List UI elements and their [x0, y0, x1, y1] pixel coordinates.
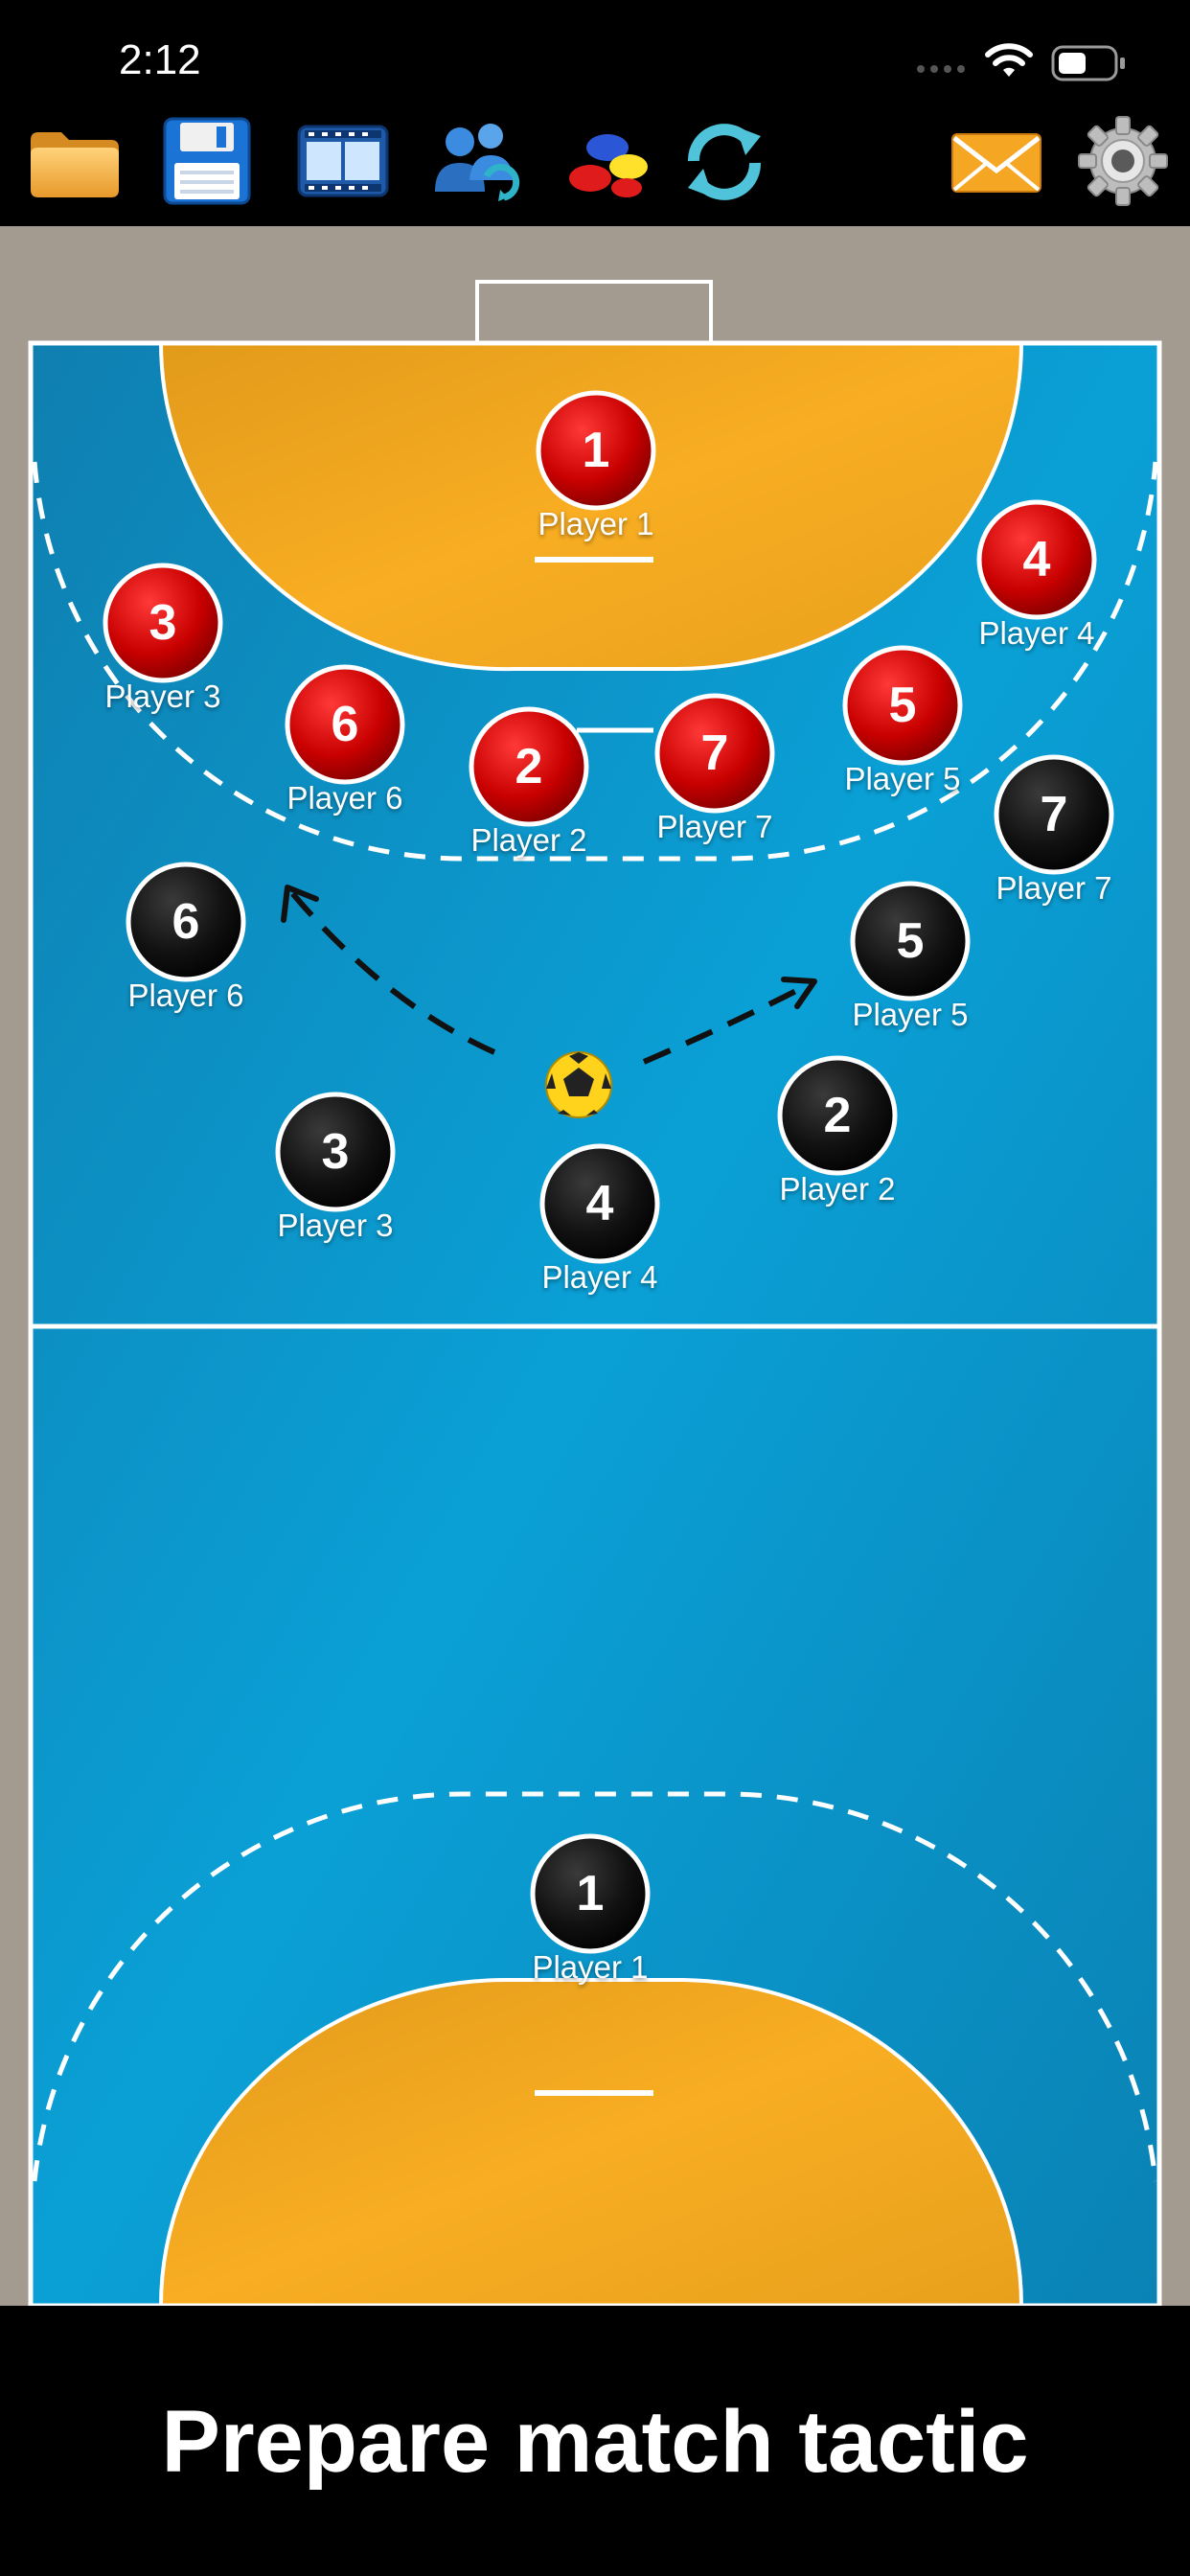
players-button[interactable] — [427, 113, 523, 209]
black_team-player-token[interactable] — [275, 1092, 396, 1212]
red_team-player-token[interactable] — [103, 563, 223, 683]
black_team-player-token[interactable] — [850, 881, 971, 1001]
red_team-player-token[interactable] — [285, 664, 405, 785]
red_team-player-number: 6 — [331, 697, 359, 752]
red_team-player-number: 2 — [515, 739, 543, 794]
save-button[interactable] — [159, 113, 255, 209]
red_team-player-token[interactable] — [469, 706, 589, 827]
black_team-player-label: Player 5 — [852, 997, 969, 1032]
red_team-player-label: Player 2 — [470, 822, 587, 858]
black_team-player-label: Player 1 — [532, 1949, 649, 1985]
black_team-player-label: Player 3 — [277, 1208, 394, 1243]
red_team-player-token[interactable] — [842, 645, 963, 766]
footer-caption: Prepare match tactic — [161, 2393, 1029, 2491]
floppy-disk-icon — [163, 117, 251, 205]
footer-banner: Prepare match tactic — [0, 2306, 1190, 2576]
red_team-player-token[interactable] — [654, 693, 775, 814]
settings-button[interactable] — [1075, 113, 1171, 209]
cellular-signal-icon — [917, 65, 965, 73]
red_team-player-token[interactable] — [536, 390, 656, 511]
toolbar — [0, 113, 1190, 226]
gear-icon — [1078, 116, 1168, 206]
red_team-player-number: 4 — [1022, 532, 1051, 587]
black_team-player-label: Player 4 — [541, 1259, 658, 1295]
equipment-button[interactable] — [560, 113, 655, 209]
black_team-player-number: 2 — [823, 1088, 852, 1143]
black_team-player-label: Player 7 — [995, 870, 1112, 906]
black_team-player-label: Player 6 — [127, 978, 244, 1013]
wifi-icon — [985, 43, 1033, 77]
envelope-icon — [951, 133, 1041, 193]
black_team-player-number: 7 — [1040, 787, 1068, 842]
red_team-player-label: Player 5 — [844, 761, 961, 796]
animation-button[interactable] — [295, 113, 391, 209]
film-strip-icon — [297, 125, 389, 197]
flip-button[interactable] — [676, 113, 772, 209]
court-drawing — [0, 226, 1190, 2306]
black_team-player-number: 1 — [576, 1866, 605, 1921]
black_team-player-token[interactable] — [126, 862, 246, 982]
people-icon — [435, 124, 520, 201]
email-button[interactable] — [949, 113, 1044, 209]
black_team-player-number: 5 — [896, 913, 925, 969]
red_team-player-token[interactable] — [976, 499, 1097, 620]
open-folder-button[interactable] — [27, 113, 123, 209]
red_team-player-label: Player 1 — [538, 506, 654, 541]
black_team-player-number: 6 — [172, 894, 200, 950]
soccer-ball-icon[interactable] — [545, 1051, 612, 1118]
red_team-player-label: Player 3 — [104, 678, 221, 714]
red_team-player-number: 1 — [582, 423, 610, 478]
status-time: 2:12 — [119, 36, 201, 83]
black_team-player-token[interactable] — [530, 1833, 651, 1954]
battery-icon — [1051, 45, 1125, 81]
status-bar: 2:12 — [0, 0, 1190, 113]
red_team-player-label: Player 6 — [286, 780, 403, 816]
red_team-player-label: Player 7 — [656, 809, 773, 844]
black_team-player-label: Player 2 — [779, 1171, 896, 1207]
red_team-player-number: 3 — [149, 595, 177, 651]
red_team-player-label: Player 4 — [978, 615, 1095, 651]
refresh-arrows-icon — [687, 124, 762, 200]
black_team-player-number: 4 — [585, 1176, 614, 1231]
black_team-player-token[interactable] — [539, 1143, 660, 1264]
folder-icon — [31, 132, 119, 197]
red_team-player-number: 5 — [888, 678, 917, 733]
cones-icon — [569, 134, 648, 197]
black_team-player-token[interactable] — [994, 754, 1114, 875]
black_team-player-number: 3 — [321, 1124, 350, 1180]
red_team-player-number: 7 — [700, 725, 729, 781]
black_team-player-token[interactable] — [777, 1055, 898, 1176]
